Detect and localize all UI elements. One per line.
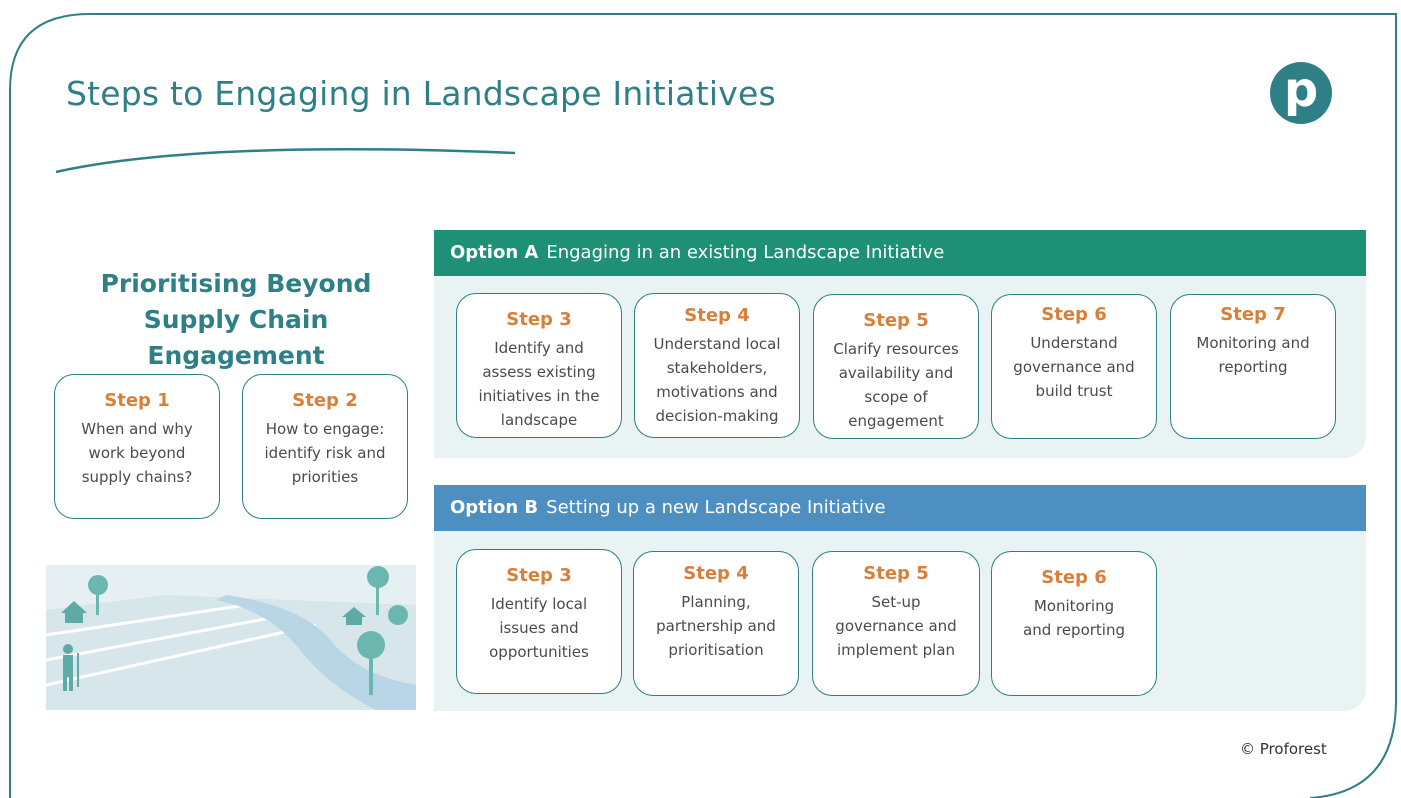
step-text: Monitoring and reporting	[1023, 597, 1125, 639]
step-1-box: Step 1 When and why work beyond supply c…	[54, 374, 220, 519]
option-a-step-5: Step 5 Clarify resources availability an…	[813, 294, 979, 439]
option-a-step-7: Step 7 Monitoring and reporting	[1170, 294, 1336, 439]
left-heading: Prioritising Beyond Supply Chain Engagem…	[56, 266, 416, 374]
step-text: How to engage: identify risk and priorit…	[264, 420, 386, 486]
option-b-step-3: Step 3 Identify local issues and opportu…	[456, 549, 622, 694]
step-text: Planning, partnership and prioritisation	[656, 593, 776, 659]
step-label: Step 3	[506, 565, 572, 586]
option-b-step-4: Step 4 Planning, partnership and priorit…	[633, 551, 799, 696]
step-text: Understand governance and build trust	[1013, 334, 1135, 400]
option-b-header: Option B Setting up a new Landscape Initi…	[434, 485, 1366, 531]
copyright: © Proforest	[1240, 740, 1327, 758]
option-a-header: Option A Engaging in an existing Landscap…	[434, 230, 1366, 276]
option-a-step-4: Step 4 Understand local stakeholders, mo…	[634, 293, 800, 438]
step-label: Step 2	[292, 390, 358, 411]
step-label: Step 1	[104, 390, 170, 411]
option-a-title: Engaging in an existing Landscape Initia…	[546, 242, 945, 263]
option-a-step-3: Step 3 Identify and assess existing init…	[456, 293, 622, 438]
step-label: Step 6	[1041, 304, 1107, 325]
step-text: Clarify resources availability and scope…	[833, 340, 959, 430]
step-label: Step 6	[1041, 567, 1107, 588]
left-heading-line1: Prioritising Beyond	[100, 269, 372, 298]
left-heading-line2: Supply Chain Engagement	[143, 305, 329, 370]
step-text: Understand local stakeholders, motivatio…	[653, 335, 781, 425]
step-label: Step 5	[863, 563, 929, 584]
option-b-step-5: Step 5 Set-up governance and implement p…	[812, 551, 980, 696]
step-label: Step 7	[1220, 304, 1286, 325]
option-b-tag: Option B	[450, 497, 539, 518]
step-label: Step 4	[683, 563, 749, 584]
step-text: Monitoring and reporting	[1196, 334, 1310, 376]
step-label: Step 4	[684, 305, 750, 326]
step-2-box: Step 2 How to engage: identify risk and …	[242, 374, 408, 519]
step-text: Identify and assess existing initiatives…	[478, 339, 600, 429]
logo-letter: p	[1283, 62, 1319, 118]
step-text: When and why work beyond supply chains?	[81, 420, 193, 486]
step-text: Identify local issues and opportunities	[489, 595, 589, 661]
option-b-title: Setting up a new Landscape Initiative	[546, 497, 886, 518]
step-text: Set-up governance and implement plan	[835, 593, 957, 659]
option-a-step-6: Step 6 Understand governance and build t…	[991, 294, 1157, 439]
option-a-tag: Option A	[450, 242, 539, 263]
page-title: Steps to Engaging in Landscape Initiativ…	[66, 74, 776, 113]
step-label: Step 5	[863, 310, 929, 331]
landscape-illustration	[46, 565, 416, 710]
step-label: Step 3	[506, 309, 572, 330]
proforest-logo: p	[1270, 62, 1332, 124]
option-b-step-6: Step 6 Monitoring and reporting	[991, 551, 1157, 696]
